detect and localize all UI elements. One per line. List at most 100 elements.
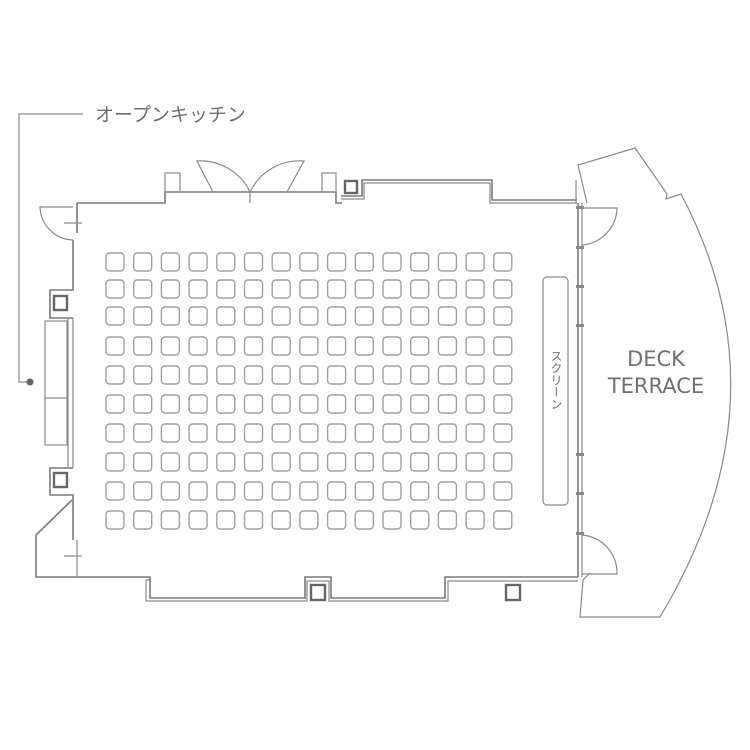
seat xyxy=(299,279,319,299)
seat xyxy=(216,252,236,272)
seat xyxy=(465,394,485,414)
seat xyxy=(188,510,208,530)
seat xyxy=(105,481,125,501)
seat xyxy=(326,510,347,530)
seat xyxy=(188,279,208,299)
seat xyxy=(410,452,430,472)
seat xyxy=(354,365,374,385)
seat xyxy=(493,481,513,501)
seat xyxy=(132,252,153,272)
seat xyxy=(160,481,181,501)
seat xyxy=(465,336,485,356)
seat xyxy=(493,452,513,472)
seat xyxy=(132,481,153,501)
seat xyxy=(410,336,430,356)
seat xyxy=(410,306,430,326)
seat xyxy=(216,481,236,501)
seat xyxy=(437,394,458,414)
seat xyxy=(243,452,264,472)
seat xyxy=(188,423,208,443)
seat xyxy=(271,306,291,326)
seat xyxy=(243,481,264,501)
seat xyxy=(105,510,125,530)
seat xyxy=(271,510,291,530)
seat xyxy=(132,452,153,472)
seat xyxy=(326,452,347,472)
seat xyxy=(437,452,458,472)
seat xyxy=(299,423,319,443)
deck-label-line2: TERRACE xyxy=(607,374,704,398)
seat xyxy=(105,452,125,472)
seat xyxy=(105,394,125,414)
seat xyxy=(382,452,402,472)
screen xyxy=(542,276,569,506)
seat xyxy=(382,279,402,299)
seat xyxy=(271,394,291,414)
seat xyxy=(326,481,347,501)
seat xyxy=(465,306,485,326)
seat xyxy=(326,252,347,272)
seat xyxy=(437,252,458,272)
seat xyxy=(105,279,125,299)
seat xyxy=(410,252,430,272)
seat xyxy=(465,452,485,472)
seat xyxy=(243,365,264,385)
seat xyxy=(437,306,458,326)
seat xyxy=(105,423,125,443)
seat xyxy=(216,279,236,299)
seat xyxy=(299,394,319,414)
seat xyxy=(188,252,208,272)
seat xyxy=(354,306,374,326)
kitchen-leader xyxy=(18,113,83,386)
top-wall xyxy=(77,172,577,204)
seat xyxy=(326,423,347,443)
seat xyxy=(299,481,319,501)
seat xyxy=(271,365,291,385)
seat xyxy=(105,306,125,326)
seat xyxy=(493,510,513,530)
seat xyxy=(465,481,485,501)
seat xyxy=(410,365,430,385)
seat xyxy=(132,394,153,414)
seat xyxy=(437,279,458,299)
seat xyxy=(243,510,264,530)
seat xyxy=(410,423,430,443)
seat xyxy=(493,336,513,356)
seat xyxy=(382,394,402,414)
seat xyxy=(216,452,236,472)
seat xyxy=(326,394,347,414)
seat xyxy=(160,394,181,414)
seat xyxy=(243,279,264,299)
seat xyxy=(410,279,430,299)
seat xyxy=(437,510,458,530)
seat xyxy=(132,279,153,299)
seat xyxy=(105,252,125,272)
seat xyxy=(326,306,347,326)
deck-terrace xyxy=(577,147,732,618)
seat xyxy=(382,423,402,443)
seat xyxy=(160,306,181,326)
seat xyxy=(437,481,458,501)
seat xyxy=(160,365,181,385)
seat xyxy=(105,336,125,356)
deck-label-line1: DECK xyxy=(627,347,686,371)
seat xyxy=(299,452,319,472)
seat xyxy=(382,510,402,530)
seat xyxy=(493,423,513,443)
seat xyxy=(243,394,264,414)
seat xyxy=(132,306,153,326)
seat xyxy=(216,423,236,443)
seat xyxy=(216,394,236,414)
seat xyxy=(271,279,291,299)
top-double-door xyxy=(196,160,305,203)
seat xyxy=(216,306,236,326)
seat xyxy=(216,510,236,530)
seat xyxy=(326,336,347,356)
seat xyxy=(493,365,513,385)
seat xyxy=(271,336,291,356)
seat xyxy=(271,252,291,272)
seat xyxy=(160,252,181,272)
seat xyxy=(160,423,181,443)
seat xyxy=(382,252,402,272)
